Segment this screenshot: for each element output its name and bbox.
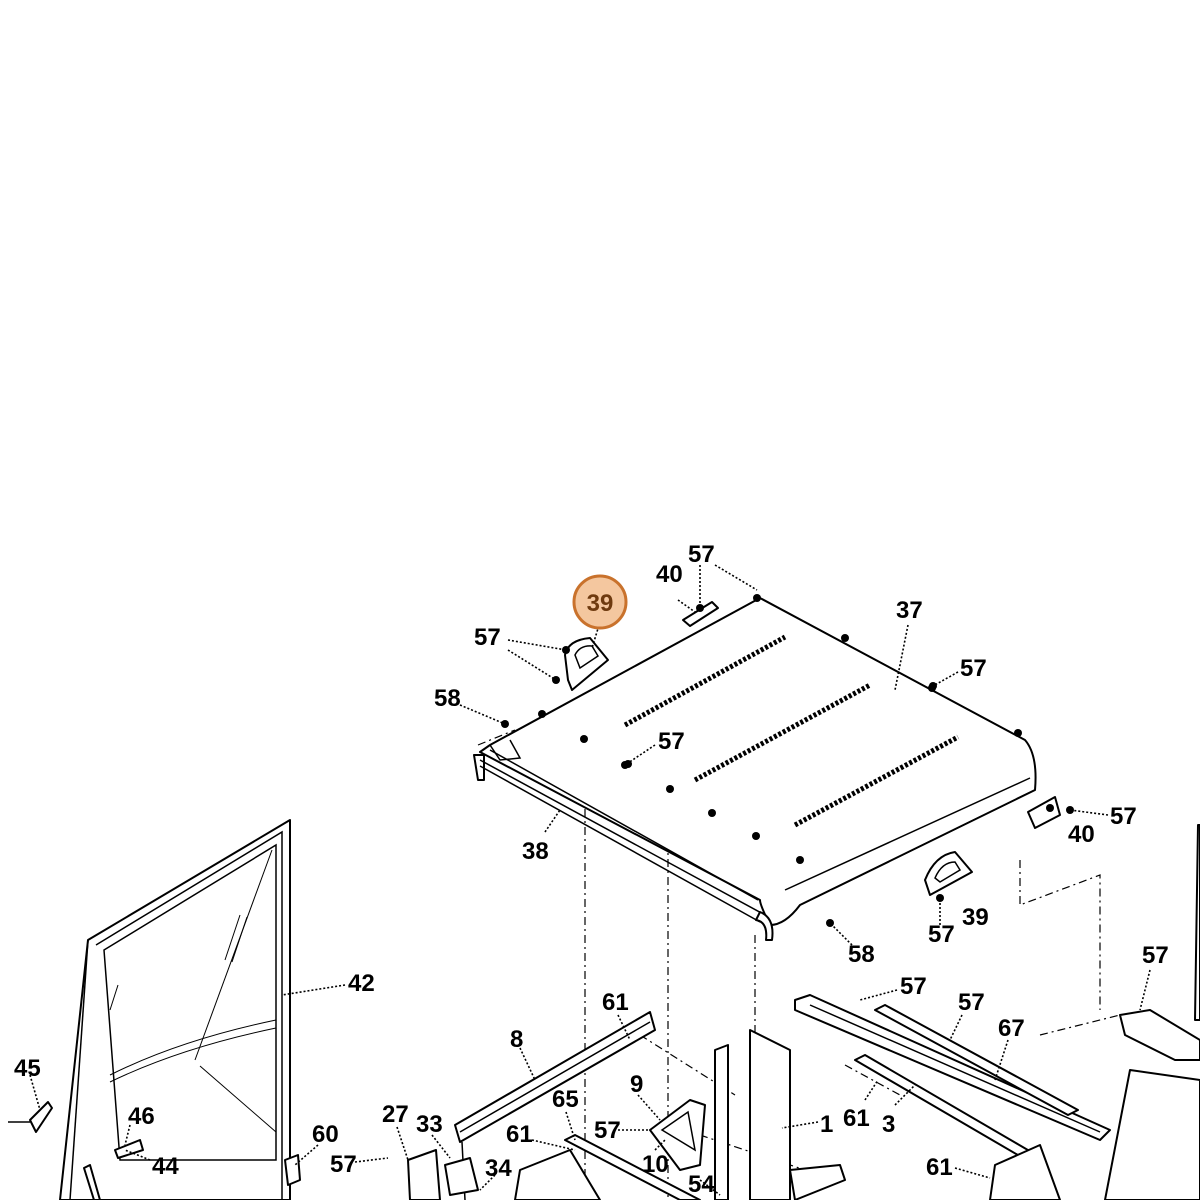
hinge-top[interactable] — [682, 601, 719, 627]
callout-45[interactable]: 45 — [14, 1055, 41, 1082]
lower-channel[interactable] — [514, 1134, 701, 1200]
callout-27[interactable]: 27 — [382, 1101, 409, 1128]
highlighted-callout-39[interactable]: 39 — [572, 574, 628, 630]
leader-lines — [29, 564, 1151, 1196]
handle-bracket-right[interactable] — [924, 851, 973, 896]
crossmember-right[interactable] — [794, 994, 1111, 1166]
door-handle[interactable] — [83, 1139, 144, 1200]
callout-39-b[interactable]: 39 — [962, 904, 989, 931]
callout-58-a[interactable]: 58 — [434, 685, 461, 712]
callout-57-i[interactable]: 57 — [1142, 942, 1169, 969]
callout-3[interactable]: 3 — [882, 1111, 895, 1138]
callout-54[interactable]: 54 — [688, 1171, 715, 1198]
callout-37[interactable]: 37 — [896, 597, 923, 624]
side-bracket-right[interactable] — [989, 824, 1200, 1200]
callout-67[interactable]: 67 — [998, 1015, 1025, 1042]
highlight-circle — [572, 574, 628, 630]
callout-44[interactable]: 44 — [152, 1153, 179, 1180]
callout-40-a[interactable]: 40 — [656, 561, 683, 588]
callout-57-k[interactable]: 57 — [330, 1151, 357, 1178]
callout-57-e[interactable]: 57 — [1110, 803, 1137, 830]
callout-61-a[interactable]: 61 — [602, 989, 629, 1016]
handle-bracket-left[interactable] — [564, 637, 609, 691]
callout-57-d[interactable]: 57 — [658, 728, 685, 755]
front-trim-strip[interactable] — [473, 754, 774, 941]
lower-left-brackets[interactable] — [284, 1149, 479, 1200]
door-latch[interactable] — [8, 1101, 53, 1133]
callout-61-c[interactable]: 61 — [506, 1121, 533, 1148]
callout-57-b[interactable]: 57 — [474, 624, 501, 651]
callout-60[interactable]: 60 — [312, 1121, 339, 1148]
callout-40-b[interactable]: 40 — [1068, 821, 1095, 848]
callout-57-c[interactable]: 57 — [960, 655, 987, 682]
hinge-right[interactable] — [1027, 796, 1061, 829]
callout-57-a[interactable]: 57 — [688, 541, 715, 568]
callout-57-j[interactable]: 57 — [594, 1117, 621, 1144]
callout-1[interactable]: 1 — [820, 1111, 833, 1138]
callout-34[interactable]: 34 — [485, 1155, 512, 1182]
callout-46[interactable]: 46 — [128, 1103, 155, 1130]
callout-65[interactable]: 65 — [552, 1086, 579, 1113]
callout-57-g[interactable]: 57 — [900, 973, 927, 1000]
callout-10[interactable]: 10 — [642, 1151, 669, 1178]
callout-58-b[interactable]: 58 — [848, 941, 875, 968]
callout-42[interactable]: 42 — [348, 970, 375, 997]
center-post[interactable] — [714, 1029, 846, 1200]
callout-labels: 57 40 37 57 57 58 57 38 57 40 39 57 58 4… — [14, 541, 1169, 1198]
callout-61-b[interactable]: 61 — [843, 1105, 870, 1132]
callout-61-d[interactable]: 61 — [926, 1154, 953, 1181]
callout-9[interactable]: 9 — [630, 1071, 643, 1098]
callout-8[interactable]: 8 — [510, 1026, 523, 1053]
callout-33[interactable]: 33 — [416, 1111, 443, 1138]
door-frame[interactable] — [59, 819, 291, 1200]
callout-57-f[interactable]: 57 — [928, 921, 955, 948]
gusset-bracket[interactable] — [649, 1099, 706, 1171]
callout-57-h[interactable]: 57 — [958, 989, 985, 1016]
callout-38[interactable]: 38 — [522, 838, 549, 865]
roof-panel[interactable] — [479, 597, 1037, 926]
highlight-label: 39 — [587, 590, 614, 617]
